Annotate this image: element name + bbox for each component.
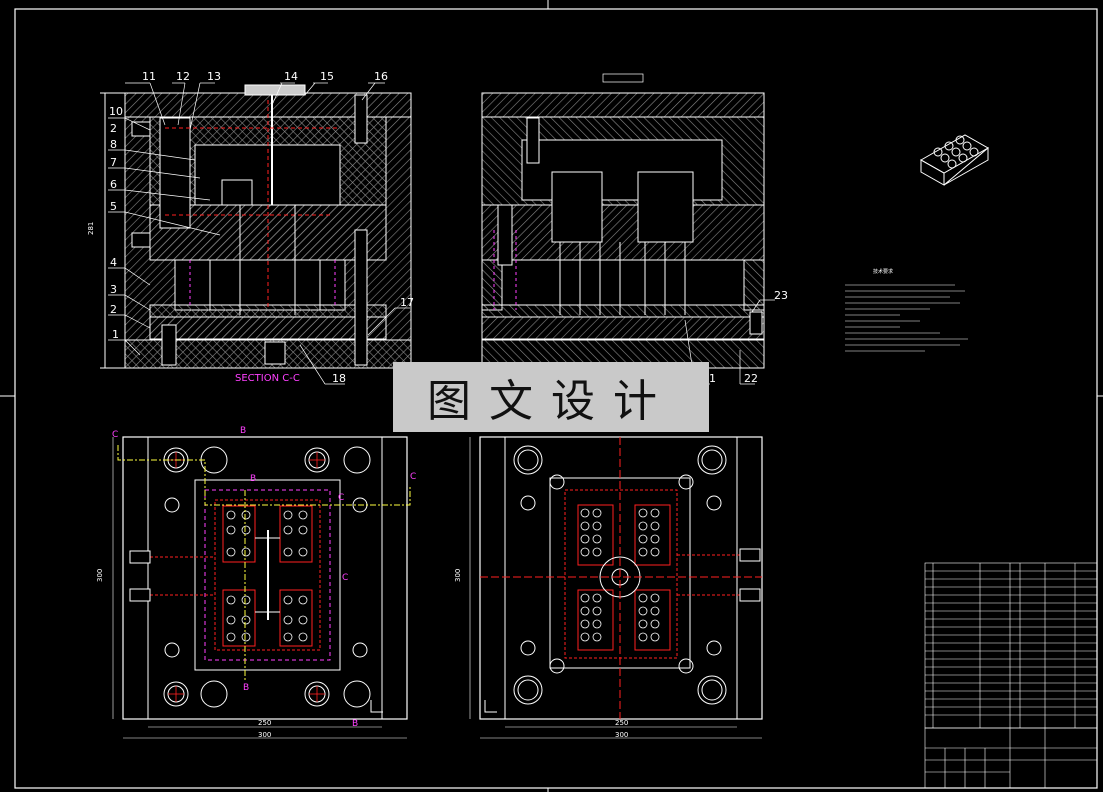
- section-mark: B: [352, 719, 358, 729]
- part-label: 8: [110, 138, 117, 151]
- section-mark: B: [240, 426, 246, 436]
- section-mark: C: [410, 472, 416, 482]
- dimension-text: 300: [615, 731, 628, 739]
- notes-title: 技术要求: [873, 268, 893, 275]
- right-plan-view: 250 300 300: [454, 436, 763, 739]
- section-mark: C: [338, 493, 344, 503]
- part-label: 3: [110, 283, 117, 296]
- watermark-text: 图文设计: [427, 376, 675, 427]
- dimension-text: 300: [96, 569, 104, 582]
- parts-list-table: [924, 562, 1098, 789]
- part-label: 2: [110, 303, 117, 316]
- part-label: 1: [112, 328, 119, 341]
- part-label: 23: [774, 289, 788, 302]
- part-label: 15: [320, 70, 334, 83]
- dimension-text: 281: [87, 222, 95, 235]
- part-label: 14: [284, 70, 298, 83]
- watermark-banner: 图文设计: [393, 362, 709, 432]
- corner-marks: [370, 700, 497, 713]
- part-label: 18: [332, 372, 346, 385]
- part-label: 13: [207, 70, 221, 83]
- section-mark: C: [112, 430, 118, 440]
- section-mark: C: [342, 573, 348, 583]
- part-label: 12: [176, 70, 190, 83]
- part-label: 11: [142, 70, 156, 83]
- section-mark: B: [243, 683, 249, 693]
- left-plan-view: C B B C C B B C 250 300 300: [96, 426, 416, 739]
- section-mark: B: [250, 474, 256, 484]
- part-label: 7: [110, 156, 117, 169]
- technical-notes: 技术要求: [845, 268, 968, 352]
- part-label: 4: [110, 256, 117, 269]
- part-label: 5: [110, 200, 117, 213]
- dimension-text: 300: [258, 731, 271, 739]
- part-label: 6: [110, 178, 117, 191]
- part-labels-right: 23 21 22: [702, 289, 788, 385]
- part-label: 2: [110, 122, 117, 135]
- part-label: 17: [400, 296, 414, 309]
- right-section-view: [481, 73, 775, 385]
- section-title: SECTION C-C: [235, 373, 300, 384]
- dimension-text: 250: [258, 719, 271, 727]
- product-isometric: [919, 134, 990, 186]
- part-labels-left: 11 12 13 14 15 16 10 2 8 7 6 5 4 3 2 1 1…: [109, 70, 414, 385]
- left-section-view: SECTION C-C: [100, 82, 412, 385]
- part-label: 16: [374, 70, 388, 83]
- dimension-text: 300: [454, 569, 462, 582]
- dimension-text: 250: [615, 719, 628, 727]
- part-label: 22: [744, 372, 758, 385]
- part-label: 10: [109, 105, 123, 118]
